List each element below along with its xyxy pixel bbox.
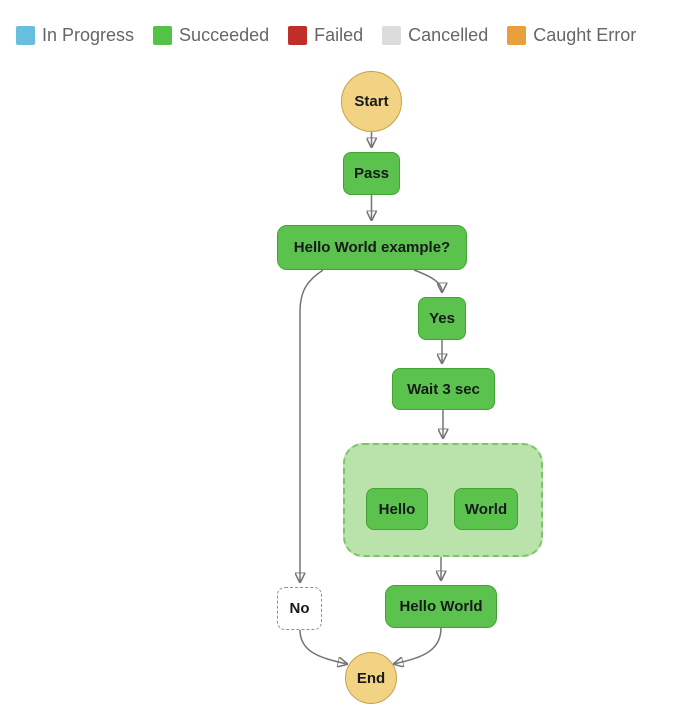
node-world[interactable]: World [454, 488, 518, 530]
legend-item-cancelled: Cancelled [382, 26, 488, 45]
legend-label: Succeeded [179, 25, 270, 45]
legend-item-succeeded: Succeeded [153, 26, 269, 45]
node-pass-label: Pass [353, 165, 390, 182]
legend-label: In Progress [42, 25, 135, 45]
node-hello-label: Hello [378, 500, 416, 518]
legend-label: Failed [314, 25, 364, 45]
succeeded-swatch-icon [153, 26, 173, 45]
node-wait-3-sec[interactable]: Wait 3 sec [392, 368, 495, 410]
edge-choice-to-yes [413, 269, 442, 292]
legend-item-in-progress: In Progress [16, 26, 134, 45]
node-hello[interactable]: Hello [366, 488, 428, 530]
legend-item-failed: Failed [288, 26, 363, 45]
node-hello-world-label: Hello World [399, 598, 483, 615]
node-end: End [345, 652, 397, 704]
node-no-label: No [289, 600, 310, 617]
node-start-label: Start [354, 93, 389, 110]
node-end-label: End [356, 669, 386, 687]
node-choice-label: Hello World example? [293, 239, 451, 256]
legend-item-caught-error: Caught Error [507, 26, 636, 45]
node-wait-label: Wait 3 sec [407, 380, 480, 398]
node-choice-hello-world-example[interactable]: Hello World example? [277, 225, 467, 270]
caught-error-swatch-icon [507, 26, 527, 45]
edge-helloworld-to-end [394, 627, 442, 664]
node-start: Start [341, 71, 402, 132]
edge-no-to-end [299, 629, 347, 664]
node-world-label: World [464, 500, 508, 518]
in-progress-swatch-icon [16, 26, 35, 45]
cancelled-swatch-icon [382, 26, 402, 45]
node-yes-label: Yes [429, 310, 455, 327]
status-legend: In Progress Succeeded Failed Cancelled C… [16, 26, 700, 45]
node-hello-world[interactable]: Hello World [385, 585, 497, 628]
failed-swatch-icon [288, 26, 308, 45]
node-choice-rule-no[interactable]: No [277, 587, 322, 630]
legend-label: Cancelled [408, 25, 489, 45]
edge-choice-to-no [300, 269, 324, 582]
node-choice-rule-yes[interactable]: Yes [418, 297, 466, 340]
node-pass[interactable]: Pass [343, 152, 400, 195]
legend-label: Caught Error [533, 25, 637, 45]
